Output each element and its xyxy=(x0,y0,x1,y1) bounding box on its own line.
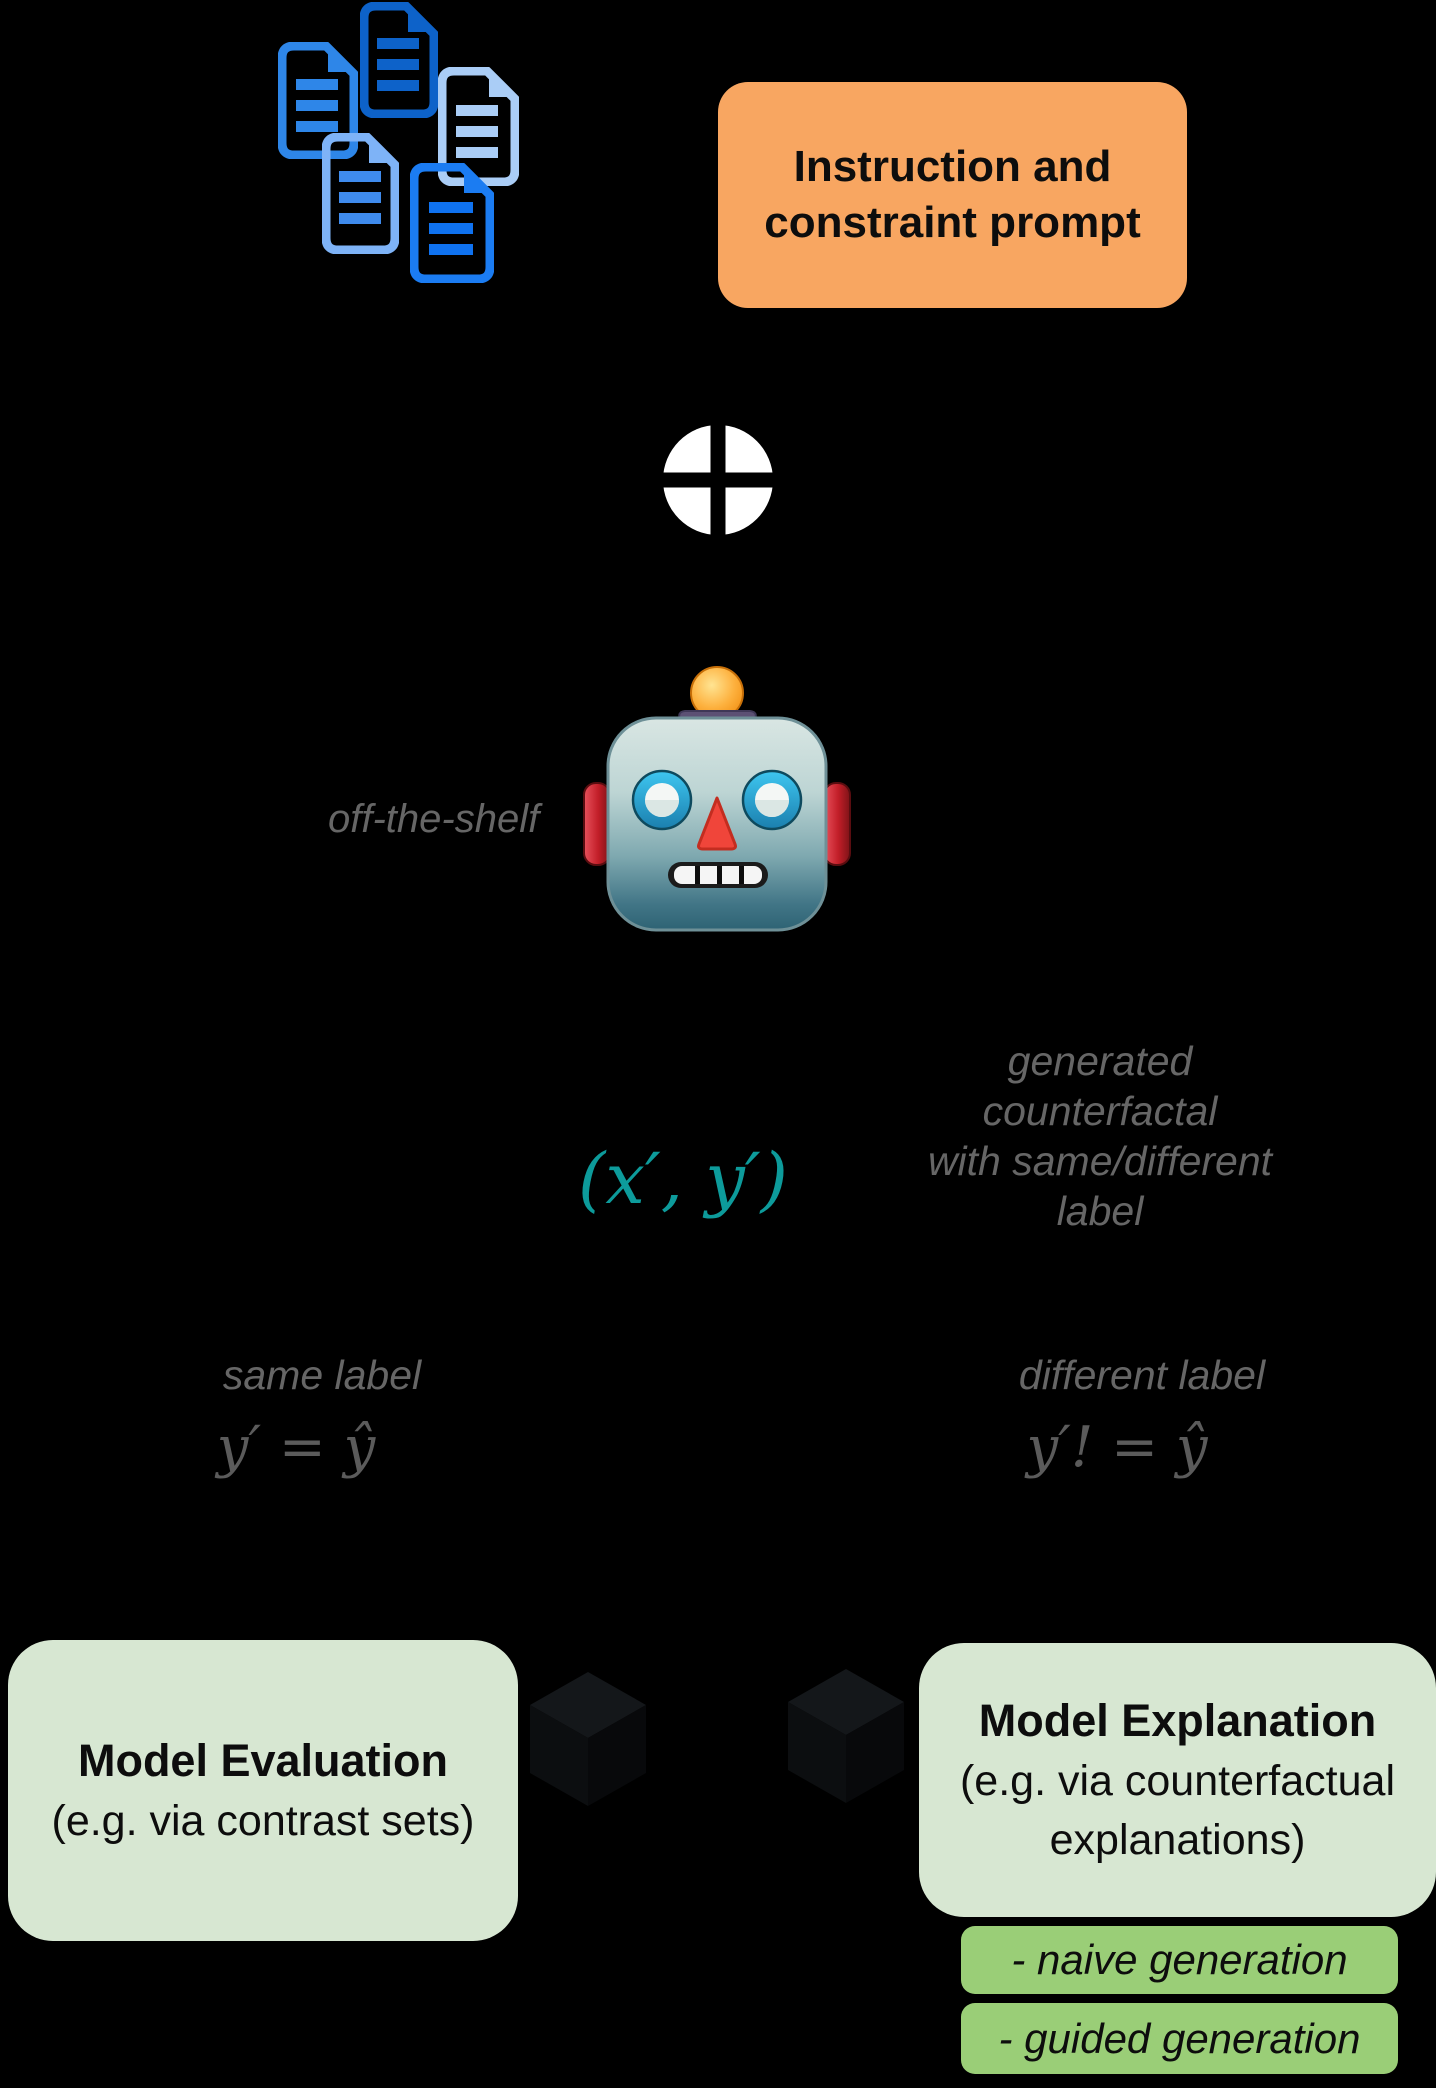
off-the-shelf-label: off-the-shelf xyxy=(328,797,540,841)
model-evaluation-title: Model Evaluation xyxy=(77,1734,449,1786)
generated-note-line2: counterfactal xyxy=(982,1088,1218,1134)
black-cube-icon xyxy=(530,1672,646,1806)
same-label-equation: y′ = ŷ xyxy=(216,1415,376,1480)
model-evaluation-subtitle: (e.g. via contrast sets) xyxy=(51,1796,475,1845)
robot-ear-right xyxy=(823,782,851,866)
naive-generation-item: - naive generation xyxy=(961,1926,1398,1994)
model-evaluation-box: Model Evaluation (e.g. via contrast sets… xyxy=(8,1640,518,1941)
instruction-prompt-line1: Instruction and xyxy=(793,141,1112,191)
model-explanation-subtitle-line1: (e.g. via counterfactual xyxy=(959,1756,1396,1805)
naive-generation-label: - naive generation xyxy=(1011,1936,1348,1983)
document-icon xyxy=(360,2,438,118)
generated-note: generated counterfactal with same/differ… xyxy=(900,1036,1300,1236)
documents-cluster-icon xyxy=(278,0,520,284)
output-pair-math: (x′, y′) xyxy=(578,1138,788,1220)
document-icon xyxy=(278,42,358,159)
robot-mouth xyxy=(668,862,768,888)
same-label-text: same label xyxy=(222,1352,422,1398)
generated-note-line1: generated xyxy=(1007,1038,1193,1084)
black-cube-icon xyxy=(788,1669,904,1803)
document-icon xyxy=(438,67,519,186)
document-icon xyxy=(410,163,494,283)
model-explanation-subtitle-line2: explanations) xyxy=(1049,1816,1306,1865)
guided-generation-label: - guided generation xyxy=(998,2014,1361,2062)
model-explanation-title: Model Explanation xyxy=(978,1694,1377,1746)
robot-emoji-icon xyxy=(583,666,851,932)
robot-ear-left xyxy=(583,782,611,866)
different-label-text: different label xyxy=(1018,1352,1266,1398)
robot-eye-left xyxy=(631,769,693,831)
guided-generation-item: - guided generation xyxy=(961,2003,1398,2074)
robot-eye-right xyxy=(741,769,803,831)
generated-note-line4: label xyxy=(1056,1188,1144,1234)
different-label-equation: y′! = ŷ xyxy=(1026,1415,1208,1480)
instruction-prompt-line2: constraint prompt xyxy=(764,198,1141,247)
instruction-prompt-box: Instruction and constraint prompt xyxy=(718,82,1187,308)
plus-circle-icon xyxy=(655,417,781,543)
model-explanation-box: Model Explanation (e.g. via counterfactu… xyxy=(919,1643,1436,1917)
generated-note-line3: with same/different xyxy=(927,1138,1273,1184)
robot-nose xyxy=(697,796,737,851)
document-icon xyxy=(322,133,399,254)
